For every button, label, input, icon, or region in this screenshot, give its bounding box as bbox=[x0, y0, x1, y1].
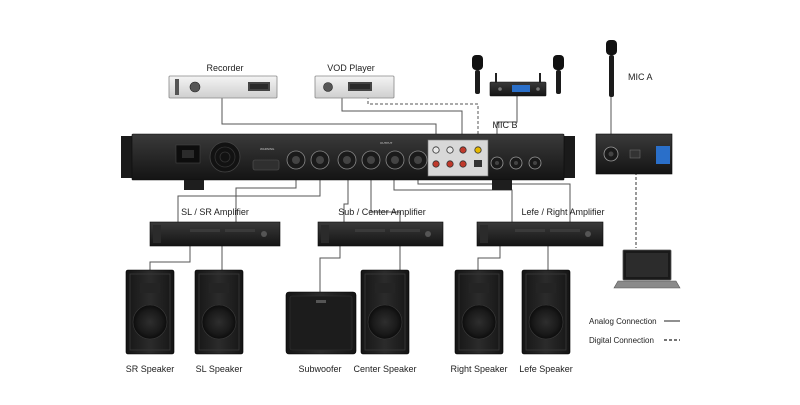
center-speaker-label: Center Speaker bbox=[353, 364, 416, 374]
sl-sr-cable bbox=[235, 174, 297, 222]
legend-digital-label: Digital Connection bbox=[589, 336, 654, 345]
audio-processor: WARNING OUTPUT bbox=[121, 133, 575, 190]
right-cable bbox=[393, 174, 513, 222]
amplifier-sub-center bbox=[317, 221, 444, 247]
center-cable bbox=[370, 174, 401, 222]
vod-player-label: VOD Player bbox=[327, 63, 375, 73]
wireless-mic-system bbox=[472, 55, 564, 97]
sl-sr-cable-2 bbox=[177, 174, 321, 222]
legend-analog-label: Analog Connection bbox=[589, 317, 657, 326]
laptop bbox=[613, 249, 681, 289]
recorder-device bbox=[168, 75, 278, 99]
sub-cable bbox=[343, 174, 349, 222]
vod-digital-cable bbox=[367, 96, 479, 143]
mic-a-interface bbox=[595, 133, 673, 175]
sl-speaker bbox=[194, 269, 244, 355]
amplifier-sl-sr-label: SL / SR Amplifier bbox=[181, 207, 249, 217]
mic-a-label: MIC A bbox=[628, 72, 653, 82]
subwoofer-cable bbox=[319, 246, 341, 292]
vod-player-device bbox=[314, 75, 395, 99]
amplifier-sl-sr bbox=[149, 221, 281, 247]
sl-speaker-label: SL Speaker bbox=[196, 364, 243, 374]
sr-speaker-cable bbox=[149, 246, 191, 270]
sr-speaker bbox=[125, 269, 175, 355]
right-speaker bbox=[454, 269, 504, 355]
xlr-outputs bbox=[286, 150, 428, 170]
center-speaker bbox=[360, 269, 410, 355]
sr-speaker-label: SR Speaker bbox=[126, 364, 175, 374]
legend: Analog Connection Digital Connection bbox=[589, 317, 680, 345]
svg-text:WARNING: WARNING bbox=[260, 147, 275, 151]
recorder-label: Recorder bbox=[206, 63, 243, 73]
left-speaker-label: Lefe Speaker bbox=[519, 364, 573, 374]
amplifier-sub-center-label: Sub / Center Amplifier bbox=[338, 207, 426, 217]
subwoofer-label: Subwoofer bbox=[298, 364, 341, 374]
left-speaker bbox=[521, 269, 571, 355]
right-speaker-label: Right Speaker bbox=[450, 364, 507, 374]
mic-b-label: MIC B bbox=[492, 120, 517, 130]
connection-lines bbox=[149, 96, 637, 292]
vod-analog-cable bbox=[341, 96, 463, 143]
mic-a-device bbox=[606, 40, 617, 97]
amplifier-left-right bbox=[476, 221, 604, 247]
amplifier-left-right-label: Lefe / Right Amplifier bbox=[521, 207, 604, 217]
recorder-cable bbox=[221, 96, 437, 143]
right-speaker-cable bbox=[477, 246, 501, 270]
svg-text:OUTPUT: OUTPUT bbox=[380, 141, 393, 145]
subwoofer bbox=[285, 291, 357, 355]
